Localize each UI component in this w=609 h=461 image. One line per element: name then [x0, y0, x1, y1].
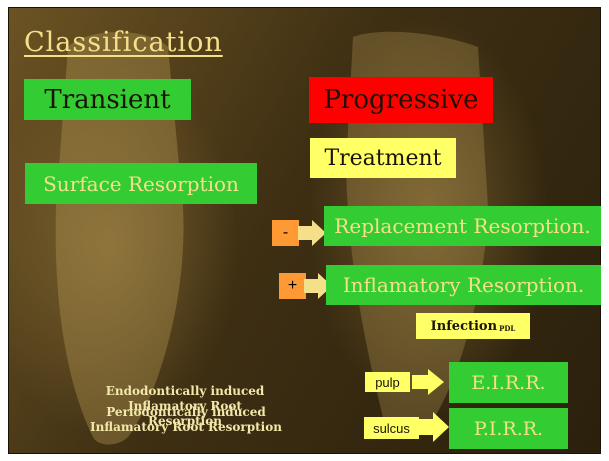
slide-title: Classification: [24, 27, 223, 58]
arrow-right-icon: [417, 412, 449, 442]
arrow-right-icon: [304, 273, 332, 299]
transient-text: Transient: [44, 84, 171, 115]
slide: Classification Transient Progressive Tre…: [8, 7, 601, 454]
plus-marker: +: [279, 273, 306, 299]
transient-label: Transient: [24, 79, 191, 120]
inflammatory-resorption-label: Inflamatory Resorption.: [326, 265, 601, 305]
pirr-text: P.I.R.R.: [473, 417, 544, 440]
arrow-right-icon: [298, 220, 326, 246]
surface-resorption-label: Surface Resorption: [25, 163, 257, 204]
endodontic-caption: Endodontically induced Inflamatory Root …: [90, 384, 280, 429]
treatment-label: Treatment: [310, 138, 456, 178]
plus-text: +: [287, 277, 298, 294]
infection-text: Infection: [430, 318, 498, 334]
eirr-text: E.I.R.R.: [471, 371, 546, 394]
eirr-label: E.I.R.R.: [449, 362, 568, 403]
progressive-text: Progressive: [323, 85, 479, 115]
endo-line-1: Endodontically induced: [105, 384, 265, 398]
sulcus-label: sulcus: [364, 417, 419, 439]
minus-marker: -: [272, 220, 299, 246]
treatment-text: Treatment: [324, 145, 442, 171]
infection-pdl-label: Infection PDL: [416, 313, 530, 339]
pulp-text: pulp: [375, 374, 400, 390]
inflammatory-resorption-text: Inflamatory Resorption.: [342, 273, 585, 297]
perio-line-2: Inflamatory Root Resorption: [90, 420, 282, 434]
perio-line-1: Periodontically induced: [106, 405, 266, 419]
periodontic-caption: Periodontically induced Inflamatory Root…: [86, 405, 286, 435]
endo-line-2: Inflamatory Root Resorption: [128, 399, 242, 428]
pulp-label: pulp: [365, 372, 410, 392]
surface-resorption-text: Surface Resorption: [43, 171, 239, 196]
arrow-right-icon: [412, 369, 444, 395]
replacement-resorption-label: Replacement Resorption.: [324, 206, 601, 246]
pirr-label: P.I.R.R.: [449, 408, 568, 449]
minus-text: -: [282, 224, 289, 241]
progressive-label: Progressive: [309, 77, 493, 123]
replacement-resorption-text: Replacement Resorption.: [334, 214, 591, 238]
pdl-subscript: PDL: [499, 324, 516, 333]
sulcus-text: sulcus: [373, 420, 410, 436]
